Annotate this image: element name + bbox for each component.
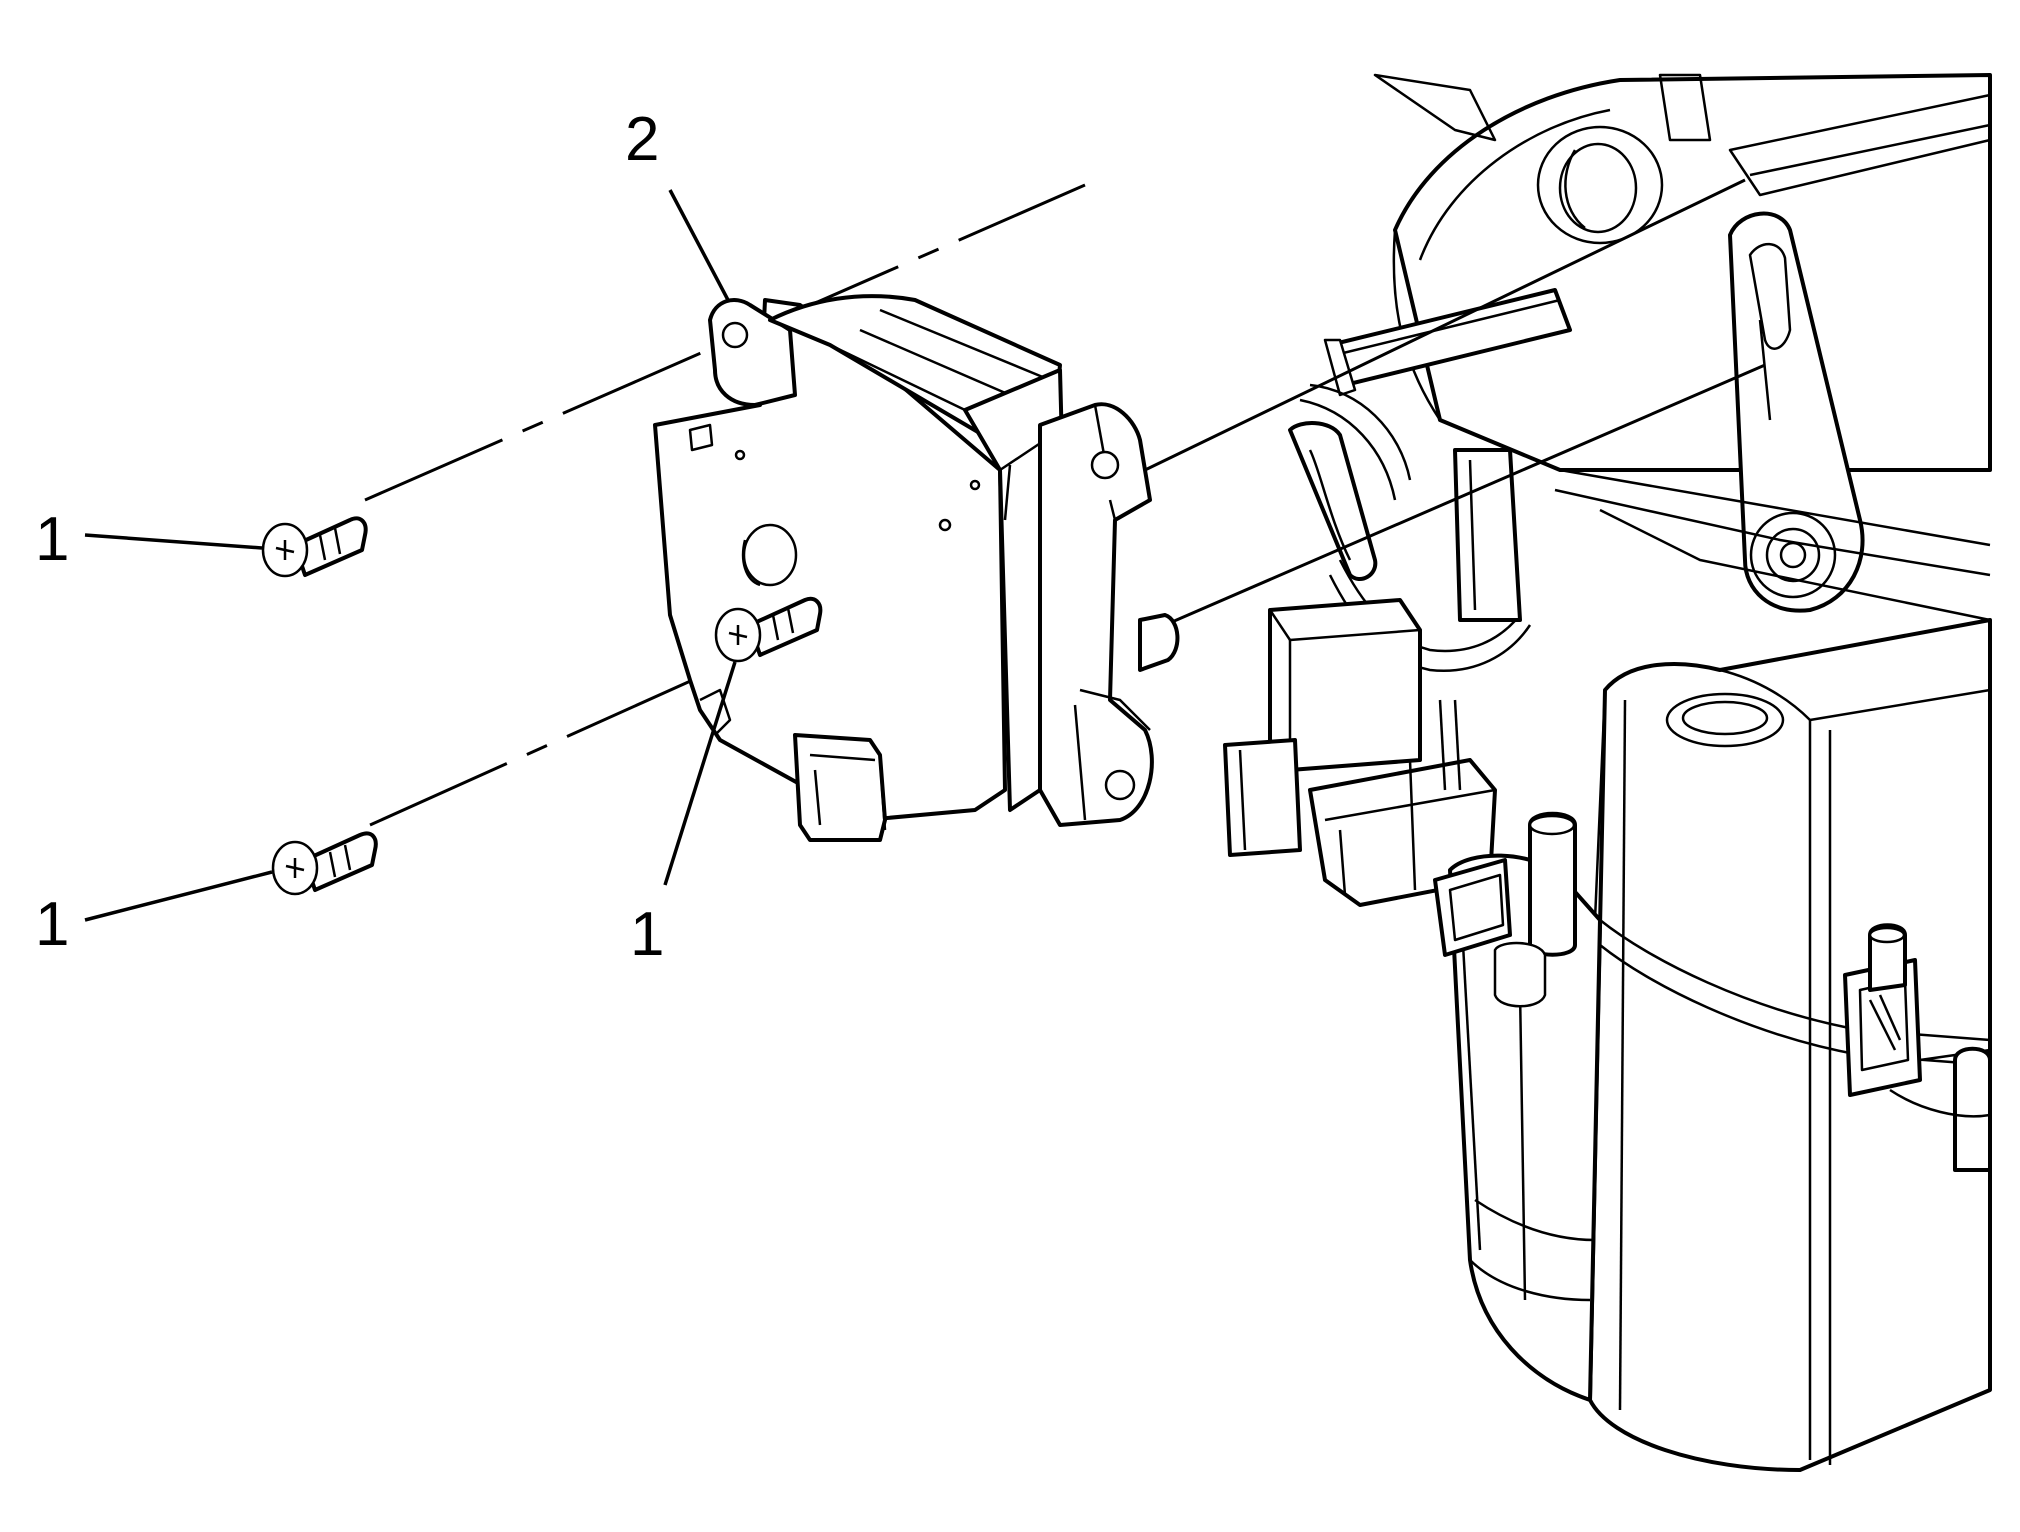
- screw-center: [714, 596, 823, 663]
- leader-lines: [84, 189, 737, 922]
- screw-upper-left: [261, 516, 368, 578]
- callout-screw-upper-left: 1: [35, 505, 69, 574]
- actuator: [653, 294, 1180, 842]
- callout-screw-lower-left: 1: [35, 890, 69, 959]
- screw-lower-left: [271, 831, 378, 896]
- callout-screw-center: 1: [630, 900, 664, 969]
- hvac-housing: [1223, 73, 1992, 1472]
- callout-actuator: 2: [625, 105, 659, 174]
